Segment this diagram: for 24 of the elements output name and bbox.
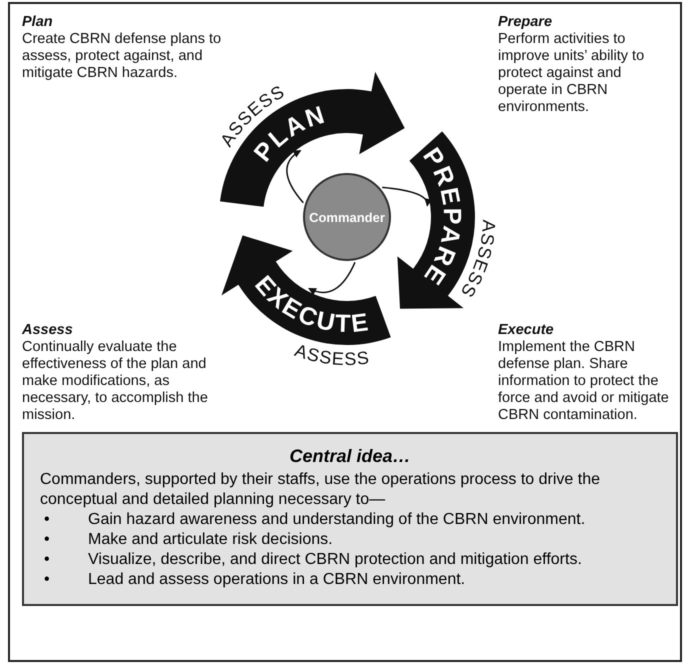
step-description: Create CBRN defense plans to assess, protect against, and mitigate CBRN hazards. <box>22 31 222 82</box>
bullet-mark: • <box>44 510 50 530</box>
step-description: Continually evaluate the effectiveness of the plan and make modifications, as necessary, to accomplish the mission. <box>22 339 209 424</box>
callout-panel <box>22 432 678 606</box>
step-description: Implement the CBRN defense plan. Share information to protect the force and avoid or mitigate CBRN contamination. <box>498 339 670 424</box>
step-heading: Execute <box>498 322 555 339</box>
bullet-text: Gain hazard awareness and understanding of the CBRN environment. <box>88 511 586 528</box>
arrow <box>382 186 432 207</box>
bullet-mark: • <box>44 570 50 590</box>
commander-circle: Commander <box>303 173 391 261</box>
bullet-mark: • <box>44 550 50 570</box>
step-heading: Assess <box>22 322 74 339</box>
arrow <box>308 262 356 296</box>
bullet-mark: • <box>44 530 50 550</box>
assess-label: ASSESS <box>292 340 371 370</box>
arrow <box>286 150 304 204</box>
bullet-text: Visualize, describe, and direct CBRN protection and mitigation efforts. <box>88 551 582 568</box>
panel-heading: Central idea… <box>288 446 412 466</box>
step-heading: Plan <box>22 14 54 31</box>
bullet-text: Make and articulate risk decisions. <box>88 531 333 548</box>
step-description: Perform activities to improve units’ ability to protect against and operate in CBRN environments. <box>498 31 646 116</box>
step-heading: Prepare <box>498 14 554 31</box>
intro-paragraph: Commanders, supported by their staffs, use the operations process to drive the conceptual and detailed planning necessary to— <box>40 470 601 510</box>
bullet-text: Lead and assess operations in a CBRN environment. <box>88 571 466 588</box>
